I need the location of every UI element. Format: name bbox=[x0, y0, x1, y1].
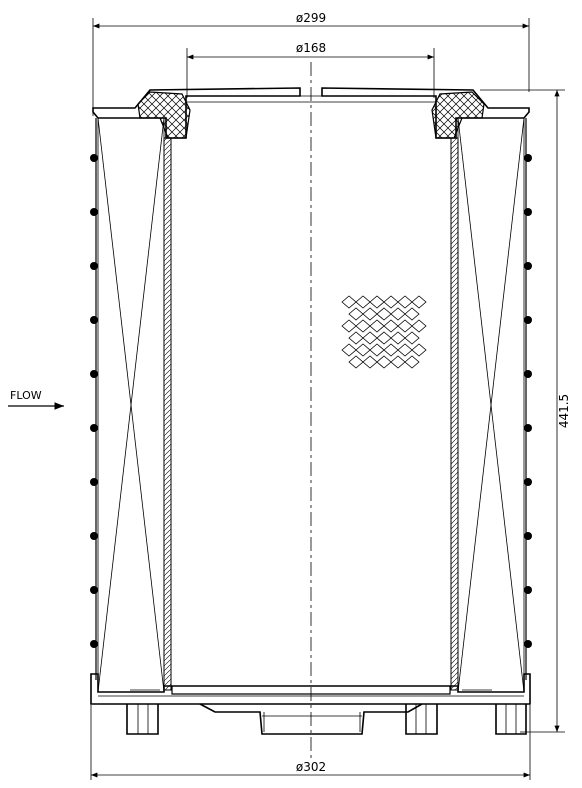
mesh-cell bbox=[404, 307, 420, 321]
wrap-dot bbox=[90, 424, 98, 432]
mesh-cell bbox=[362, 307, 378, 321]
wrap-dot bbox=[90, 586, 98, 594]
mesh-cell bbox=[362, 355, 378, 369]
mesh-cell bbox=[376, 355, 392, 369]
wrap-dot bbox=[524, 424, 532, 432]
height-label: 441.5 bbox=[557, 394, 571, 428]
wrap-dot bbox=[90, 208, 98, 216]
mesh-cell bbox=[348, 331, 364, 345]
wrap-dot bbox=[524, 478, 532, 486]
media-pack-left bbox=[97, 117, 165, 693]
wrap-dot bbox=[90, 370, 98, 378]
mesh-cell bbox=[390, 307, 406, 321]
outer-bottom-diameter-label: ø302 bbox=[296, 760, 326, 774]
wrap-dot bbox=[90, 478, 98, 486]
mesh-cell bbox=[348, 307, 364, 321]
mesh-cell bbox=[397, 295, 413, 309]
wrap-dot bbox=[524, 208, 532, 216]
wrap-dot bbox=[524, 370, 532, 378]
mesh-cell bbox=[390, 331, 406, 345]
mesh-cell bbox=[376, 331, 392, 345]
mesh-cell bbox=[341, 319, 357, 333]
bottom-end-cap bbox=[90, 673, 531, 735]
flow-indicator: FLOW bbox=[8, 389, 64, 410]
mesh-cell bbox=[369, 295, 385, 309]
wrap-dot bbox=[524, 586, 532, 594]
mesh-cell bbox=[355, 319, 371, 333]
media-pack-right bbox=[457, 117, 525, 693]
mesh-cell bbox=[355, 343, 371, 357]
mesh-cell bbox=[369, 319, 385, 333]
wrap-dot bbox=[90, 640, 98, 648]
mesh-cell bbox=[390, 355, 406, 369]
mesh-cell bbox=[383, 343, 399, 357]
wrap-dot bbox=[524, 154, 532, 162]
mesh-cell bbox=[341, 295, 357, 309]
mesh-cell bbox=[411, 295, 427, 309]
mesh-cell bbox=[362, 331, 378, 345]
wrap-dot bbox=[524, 262, 532, 270]
dimension-height: 441.5 bbox=[480, 89, 571, 733]
outer-wrap-dots bbox=[90, 154, 532, 648]
wrap-dot bbox=[524, 316, 532, 324]
mesh-cell bbox=[404, 355, 420, 369]
wrap-dot bbox=[90, 154, 98, 162]
wrap-dot bbox=[524, 640, 532, 648]
wrap-dot bbox=[524, 532, 532, 540]
mesh-cell bbox=[383, 319, 399, 333]
dimension-outer-top: ø299 bbox=[92, 11, 530, 116]
mesh-cell bbox=[369, 343, 385, 357]
wrap-dot bbox=[90, 262, 98, 270]
mesh-cell bbox=[383, 295, 399, 309]
inner-diameter-label: ø168 bbox=[296, 41, 326, 55]
mesh-cell bbox=[397, 319, 413, 333]
mesh-cell bbox=[411, 343, 427, 357]
expanded-metal-detail bbox=[341, 295, 427, 369]
flow-label: FLOW bbox=[10, 389, 42, 402]
wrap-dot bbox=[90, 316, 98, 324]
mesh-cell bbox=[355, 295, 371, 309]
outer-top-diameter-label: ø299 bbox=[296, 11, 326, 25]
wrap-dot bbox=[90, 532, 98, 540]
mesh-cell bbox=[376, 307, 392, 321]
dimension-outer-bottom: ø302 bbox=[90, 705, 531, 780]
mesh-cell bbox=[404, 331, 420, 345]
mesh-cell bbox=[411, 319, 427, 333]
mesh-cell bbox=[348, 355, 364, 369]
mesh-cell bbox=[341, 343, 357, 357]
mesh-cell bbox=[397, 343, 413, 357]
inner-support-tube bbox=[163, 137, 459, 691]
